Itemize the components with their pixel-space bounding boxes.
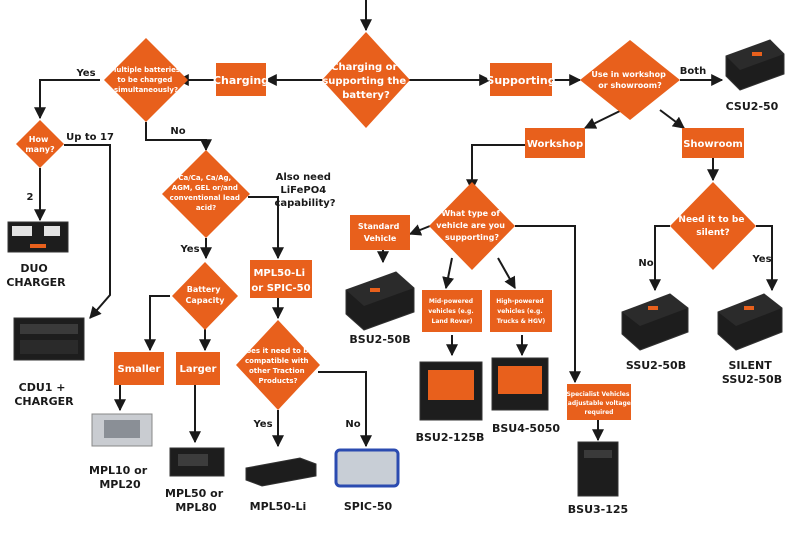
- arrow-yes-silent: [756, 225, 778, 292]
- diamond-capacity: Battery Capacity: [172, 262, 238, 330]
- box-smaller-label: Smaller: [118, 364, 161, 375]
- box-standard-vehicle-label: Standard Vehicle: [358, 222, 402, 243]
- box-standard-vehicle: Standard Vehicle: [350, 215, 410, 250]
- diamond-chemistry-text: Ca/Ca, Ca/Ag, AGM, GEL or/and convention…: [170, 174, 243, 212]
- product-csu2-50-image: [725, 39, 785, 91]
- product-mpl50-mpl80-image: [169, 447, 225, 477]
- box-larger-label: Larger: [180, 364, 217, 375]
- product-duo-charger-image: [7, 221, 69, 253]
- label-yes-multiple: Yes: [75, 68, 95, 79]
- diamond-vehicle-type: What type of vehicle are you supporting?: [429, 182, 515, 270]
- product-labels: CSU2-50 DUO CHARGER CDU1 + CHARGER MPL10…: [6, 100, 782, 516]
- box-workshop-label: Workshop: [527, 139, 583, 150]
- label-both: Both: [680, 66, 706, 77]
- product-spic-50-label: SPIC-50: [344, 500, 393, 513]
- box-supporting: Supporting: [486, 63, 556, 96]
- box-larger: Larger: [176, 352, 220, 385]
- box-mpl50li-spic50-label: MPL50-Li or SPIC-50: [251, 268, 310, 294]
- diamond-vehicle-type-text: What type of vehicle are you supporting?: [436, 209, 508, 242]
- box-smaller: Smaller: [114, 352, 164, 385]
- box-mpl50li-spic50: MPL50-Li or SPIC-50: [250, 260, 312, 298]
- diamond-multiple-text: Multiple batteries to be charged simulta…: [109, 66, 182, 94]
- diamond-capacity-text: Battery Capacity: [186, 285, 226, 305]
- arrow-workshop-to-vehicle: [466, 144, 525, 192]
- product-bsu2-125b-image: [419, 361, 483, 421]
- product-silent-ssu2-50b-label: SILENT SSU2-50B: [722, 359, 782, 386]
- product-mpl50-li-image: [245, 457, 317, 487]
- box-supporting-label: Supporting: [486, 74, 555, 87]
- arrow-yes-multiple: [34, 79, 100, 120]
- box-showroom-label: Showroom: [683, 139, 743, 150]
- product-cdu1-charger-image: [13, 317, 85, 361]
- label-up-to-17: Up to 17: [66, 132, 114, 143]
- label-no-silent: No: [638, 258, 653, 269]
- diamond-workshop-showroom-text: Use in workshop or showroom?: [591, 70, 668, 90]
- box-workshop: Workshop: [525, 128, 585, 158]
- label-yes-chemistry: Yes: [179, 244, 199, 255]
- arrow-to-standard: [408, 224, 431, 236]
- product-ssu2-50b-image: [621, 293, 689, 351]
- diamond-center-text: Charging or supporting the battery?: [322, 62, 409, 101]
- box-charging: Charging: [213, 63, 269, 96]
- diamond-howmany: How many?: [16, 120, 64, 168]
- arrow-to-high: [497, 257, 516, 290]
- diamond-silent: Need it to be silent?: [670, 182, 756, 270]
- arrow-to-workshop: [583, 109, 623, 129]
- product-bsu4-5050-image: [491, 357, 549, 411]
- label-yes-compatible: Yes: [252, 419, 272, 430]
- product-bsu2-125b-label: BSU2-125B: [416, 431, 485, 444]
- box-specialist-label: Specialist Vehicles (adjustable voltage …: [565, 391, 633, 416]
- product-bsu2-50b-label: BSU2-50B: [349, 333, 410, 346]
- diamond-silent-text: Need it to be silent?: [678, 215, 747, 238]
- box-mid-powered: Mid-powered vehicles (e.g. Land Rover): [422, 290, 482, 332]
- arrow-up-to-17: [64, 144, 111, 319]
- product-cdu1-charger-label: CDU1 + CHARGER: [14, 381, 74, 408]
- connectors: [34, 0, 778, 448]
- product-silent-ssu2-50b-image: [717, 293, 783, 351]
- diamond-workshop-showroom: Use in workshop or showroom?: [580, 40, 680, 120]
- product-spic-50-image: [334, 448, 400, 488]
- arrow-smaller: [144, 295, 170, 352]
- product-ssu2-50b-label: SSU2-50B: [626, 359, 686, 372]
- product-mpl50-mpl80-label: MPL50 or MPL80: [165, 487, 227, 514]
- arrow-no-silent: [649, 225, 670, 292]
- diamond-compatible-text: Does it need to be compatible with other…: [241, 347, 316, 385]
- label-also-need: Also need LiFePO4 capability?: [274, 172, 335, 209]
- product-bsu4-5050-label: BSU4-5050: [492, 422, 560, 435]
- product-csu2-50-label: CSU2-50: [726, 100, 779, 113]
- product-bsu2-50b-image: [345, 271, 415, 331]
- edge-labels: Yes No Up to 17 2 Yes Also need LiFePO4 …: [27, 66, 772, 430]
- label-two: 2: [27, 192, 34, 203]
- product-duo-charger-label: DUO CHARGER: [6, 262, 66, 289]
- arrow-no-multiple: [145, 122, 212, 152]
- diamond-compatible: Does it need to be compatible with other…: [236, 320, 320, 410]
- diamond-center: Charging or supporting the battery?: [322, 32, 410, 128]
- arrow-to-mid: [442, 257, 455, 290]
- product-mpl10-mpl20-image: [91, 413, 153, 447]
- box-charging-label: Charging: [213, 74, 269, 87]
- arrow-to-specialist: [515, 225, 581, 384]
- box-showroom: Showroom: [682, 128, 744, 158]
- box-high-powered: High-powered vehicles (e.g. Trucks & HGV…: [490, 290, 552, 332]
- product-mpl10-mpl20-label: MPL10 or MPL20: [89, 464, 151, 491]
- box-high-powered-label: High-powered vehicles (e.g. Trucks & HGV…: [496, 298, 546, 325]
- product-bsu3-125-image: [577, 441, 619, 497]
- box-mid-powered-label: Mid-powered vehicles (e.g. Land Rover): [428, 298, 475, 325]
- label-no-multiple: No: [170, 126, 185, 137]
- product-bsu3-125-label: BSU3-125: [568, 503, 628, 516]
- diamond-multiple: Multiple batteries to be charged simulta…: [104, 38, 188, 122]
- label-yes-silent: Yes: [751, 254, 771, 265]
- arrow-no-compatible: [318, 371, 372, 448]
- product-mpl50-li-label: MPL50-Li: [250, 500, 307, 513]
- box-specialist: Specialist Vehicles (adjustable voltage …: [565, 384, 633, 420]
- label-no-compatible: No: [345, 419, 360, 430]
- diamond-howmany-text: How many?: [25, 135, 55, 154]
- diamond-chemistry: Ca/Ca, Ca/Ag, AGM, GEL or/and convention…: [162, 150, 250, 238]
- arrow-to-showroom: [659, 109, 685, 129]
- arrow-also-need: [248, 196, 284, 260]
